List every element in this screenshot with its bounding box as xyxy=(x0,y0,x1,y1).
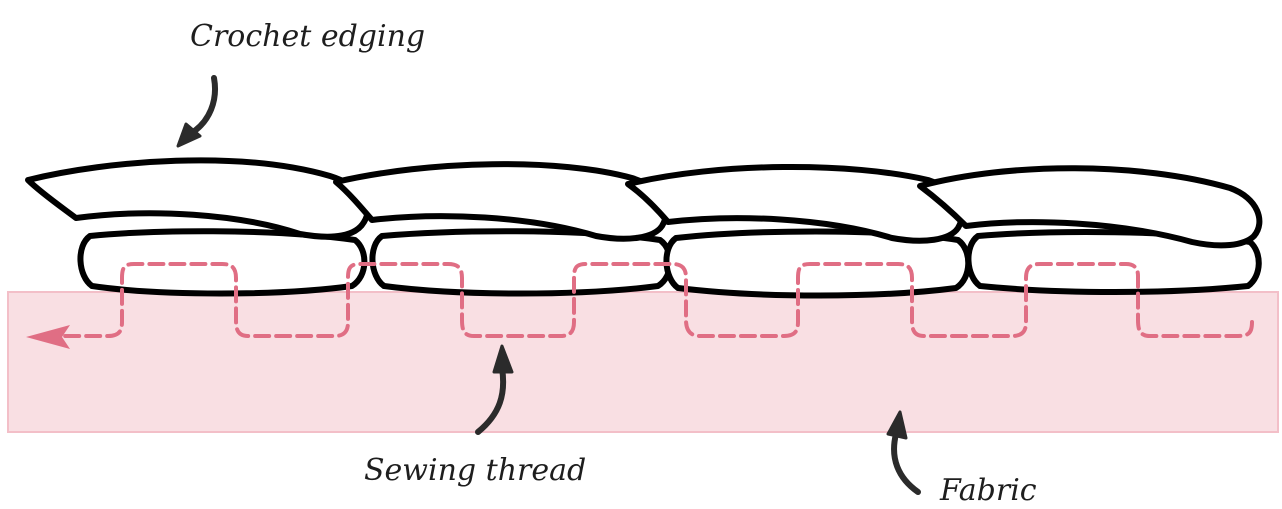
label-fabric: Fabric xyxy=(939,473,1037,508)
fabric-band xyxy=(7,291,1279,433)
stitch-2-lower-loop xyxy=(369,228,674,297)
pointer-arrows xyxy=(176,75,921,495)
stitch-1-upper-loop xyxy=(25,157,371,240)
stitch-4-upper-loop xyxy=(917,165,1263,249)
curved-arrow-head-icon xyxy=(886,410,908,440)
stitch-3-upper-loop xyxy=(625,164,965,244)
curved-arrow-head-icon xyxy=(492,344,514,374)
curved-arrow-head-icon xyxy=(176,122,202,148)
crochet-edging xyxy=(25,157,1263,299)
arrowhead-left-icon xyxy=(26,325,70,349)
sewing-thread xyxy=(60,262,1254,338)
curved-arrow-icon xyxy=(187,75,218,137)
label-crochet-edging: Crochet edging xyxy=(190,19,425,54)
curved-arrow-icon xyxy=(475,365,507,435)
label-sewing-thread: Sewing thread xyxy=(364,453,586,488)
stitch-2-upper-loop xyxy=(333,161,669,242)
curved-arrow-icon xyxy=(891,431,921,495)
